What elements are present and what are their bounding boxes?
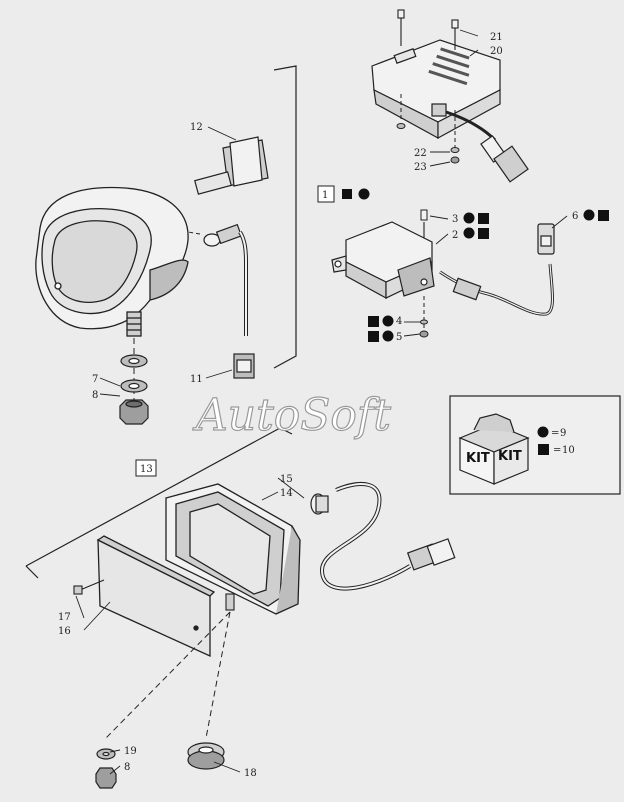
- callout-10: 10: [562, 445, 575, 456]
- kit-eq-2: =: [553, 445, 561, 456]
- work-light-connector: [406, 538, 456, 571]
- callout-18: 18: [244, 768, 257, 779]
- work-light-housing: [165, 483, 301, 615]
- screws-21: [397, 9, 459, 50]
- callout-5: 5: [396, 332, 402, 343]
- callout-8a: 8: [92, 390, 98, 401]
- symbol-markers: [342, 188, 609, 455]
- callout-2: 2: [452, 230, 458, 241]
- callout-22: 22: [414, 148, 427, 159]
- callout-17: 17: [58, 612, 71, 623]
- grommet-18: [187, 742, 225, 770]
- callout-14: 14: [280, 488, 293, 499]
- watermark: AutoSoft: [192, 390, 391, 441]
- bulb-and-cable: [203, 223, 255, 379]
- callout-13: 13: [140, 464, 153, 475]
- relay-module: [371, 39, 501, 140]
- callout-20: 20: [490, 46, 503, 57]
- work-lamp: [35, 186, 189, 337]
- callout-9: 9: [560, 428, 566, 439]
- kit-word-2: KIT: [498, 449, 522, 464]
- callout-11: 11: [190, 374, 203, 385]
- screw-17: [73, 579, 105, 595]
- callout-19: 19: [124, 746, 137, 757]
- callout-3: 3: [452, 214, 458, 225]
- flasher-unit: [331, 221, 435, 300]
- group-13-bracket: [25, 427, 281, 567]
- callout-1: 1: [322, 190, 328, 201]
- callout-16: 16: [58, 626, 71, 637]
- kit-eq-1: =: [551, 428, 559, 439]
- kit-box-icon: [458, 413, 530, 485]
- lens-plate: [96, 535, 216, 658]
- callout-21: 21: [490, 32, 503, 43]
- washer-19-nut-8: [95, 748, 117, 789]
- callout-8b: 8: [124, 762, 130, 773]
- callout-12: 12: [190, 122, 203, 133]
- callout-6: 6: [572, 211, 578, 222]
- callout-15: 15: [280, 474, 293, 485]
- callout-4: 4: [396, 316, 402, 327]
- callout-23: 23: [414, 162, 427, 173]
- bulb-holder: [194, 136, 269, 195]
- kit-word-1: KIT: [466, 451, 490, 466]
- group-1-bracket: [273, 65, 297, 369]
- grommet-15: [310, 493, 329, 515]
- lamp-washers-nut: [119, 354, 149, 425]
- relay-connector: [480, 135, 529, 183]
- callout-7: 7: [92, 374, 98, 385]
